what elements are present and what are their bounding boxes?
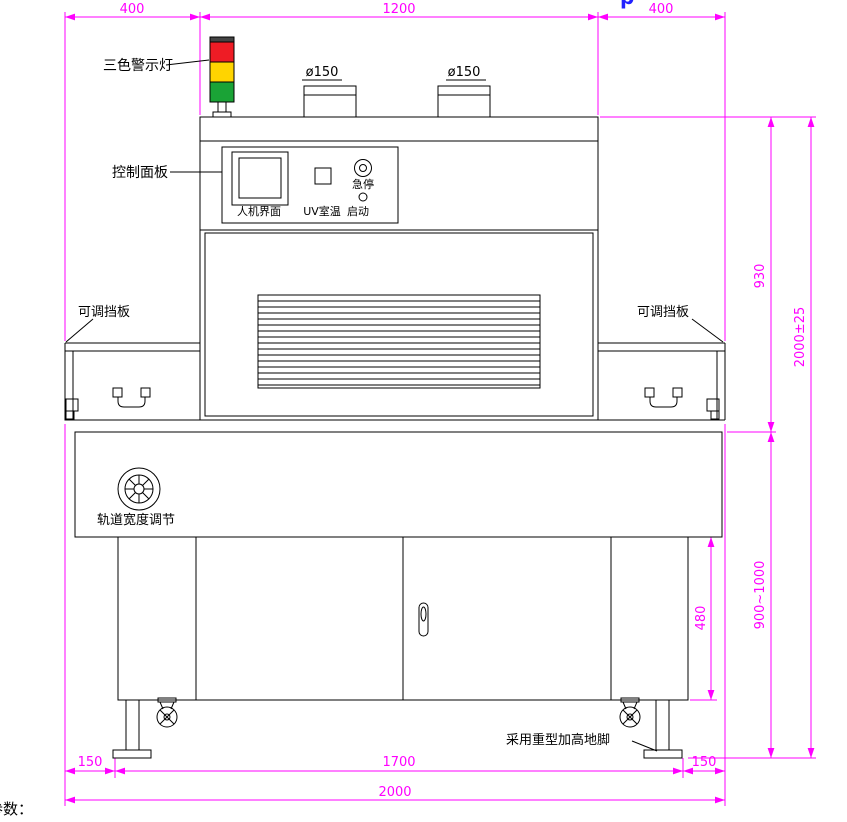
baffle-left-leader bbox=[65, 318, 94, 343]
adjuster-outer-ring bbox=[117, 467, 161, 511]
left-baffle-handle bbox=[117, 397, 146, 408]
louver-slats bbox=[258, 300, 540, 386]
callout-heavy-feet: 采用重型加高地脚 bbox=[506, 732, 610, 748]
uv-temp-display bbox=[314, 167, 332, 185]
hmi-screen-bezel bbox=[231, 151, 289, 206]
left-baffle-post-b bbox=[140, 387, 151, 398]
dim-vent-right: ø150 bbox=[448, 65, 481, 80]
heavy-feet-leader bbox=[631, 740, 658, 752]
left-caster-hub bbox=[163, 713, 171, 721]
dim-height-lower: 900~1000 bbox=[753, 561, 768, 630]
panel-label-estop: 急停 bbox=[352, 177, 374, 191]
callout-baffle-left: 可调挡板 bbox=[78, 305, 130, 320]
right-caster-plate bbox=[620, 697, 640, 703]
left-shelf bbox=[64, 342, 200, 421]
label-layer: 三色警示灯 控制面板 可调挡板 可调挡板 轨道宽度调节 采用重型加高地脚 参数：… bbox=[0, 0, 724, 818]
dim-bottom-left: 150 bbox=[78, 755, 103, 770]
left-baffle-post-a bbox=[112, 387, 123, 398]
right-shelf bbox=[598, 342, 726, 421]
exhaust-stack-right bbox=[437, 85, 491, 118]
left-caster-wheel bbox=[156, 706, 178, 728]
callout-baffle-right: 可调挡板 bbox=[637, 305, 689, 320]
start-button bbox=[358, 192, 368, 202]
dim-top-right: 400 bbox=[649, 2, 674, 17]
exhaust-stack-left bbox=[303, 85, 357, 118]
left-shelf-frame bbox=[64, 342, 200, 421]
dim-vent-left: ø150 bbox=[306, 65, 339, 80]
cabinet bbox=[117, 536, 689, 701]
dim-bottom-center: 1700 bbox=[382, 755, 415, 770]
right-baffle-handle bbox=[649, 397, 678, 408]
cabinet-dividers bbox=[195, 537, 612, 700]
left-leg bbox=[125, 699, 140, 751]
panel-label-uv-temp: UV室温 bbox=[303, 204, 341, 218]
exhaust-stacks bbox=[302, 79, 491, 118]
right-shelf-frame bbox=[598, 342, 726, 421]
dim-cabinet-door: 480 bbox=[694, 606, 709, 631]
callout-control-panel: 控制面板 bbox=[112, 165, 168, 181]
panel-label-hmi: 人机界面 bbox=[237, 204, 281, 218]
callout-track-width: 轨道宽度调节 bbox=[97, 512, 175, 528]
dim-bottom-right: 150 bbox=[692, 755, 717, 770]
extension-lines bbox=[64, 12, 816, 806]
right-caster-cross bbox=[622, 709, 638, 725]
dimension-layer: 400 1200 400 930 900~1000 2000±25 480 15… bbox=[64, 2, 816, 806]
left-caster-cross bbox=[159, 709, 175, 725]
legs-and-casters bbox=[112, 697, 683, 759]
emergency-stop-button bbox=[354, 159, 372, 177]
warning-light-tower bbox=[209, 36, 235, 118]
oven-chamber bbox=[204, 232, 594, 417]
machine-body bbox=[199, 116, 599, 421]
left-caster-plate bbox=[157, 697, 177, 703]
warning-light-cap bbox=[209, 36, 235, 43]
louver-panel bbox=[257, 294, 541, 389]
baffle-right-leader bbox=[691, 318, 724, 343]
right-caster-hub bbox=[626, 713, 634, 721]
right-caster-wheel bbox=[619, 706, 641, 728]
callout-parameters: 参数： bbox=[0, 800, 33, 818]
dim-top-left: 400 bbox=[120, 2, 145, 17]
warning-light-red-segment bbox=[209, 41, 235, 63]
cabinet-door-handle bbox=[418, 602, 429, 637]
control-panel-plate bbox=[221, 146, 399, 224]
right-shelf-block-small bbox=[710, 410, 720, 420]
warning-light-pole bbox=[217, 102, 227, 112]
left-shelf-block-small bbox=[65, 410, 75, 420]
machine-outline bbox=[64, 36, 726, 759]
right-leg bbox=[655, 699, 670, 751]
callout-warning-light: 三色警示灯 bbox=[103, 57, 173, 74]
title-fragment: p bbox=[620, 0, 634, 9]
warning-light-yellow-segment bbox=[209, 61, 235, 83]
warning-light-leader bbox=[165, 59, 210, 66]
emergency-stop-button-center bbox=[359, 164, 367, 172]
hmi-screen bbox=[238, 157, 282, 199]
dim-height-upper: 930 bbox=[753, 264, 768, 289]
right-foot-plate bbox=[643, 749, 683, 759]
right-baffle-post-b bbox=[672, 387, 683, 398]
right-baffle-post-a bbox=[644, 387, 655, 398]
track-width-adjuster-wheel bbox=[117, 467, 161, 511]
warning-light-green-segment bbox=[209, 81, 235, 103]
dim-height-overall: 2000±25 bbox=[793, 307, 808, 368]
adjuster-spokes bbox=[125, 475, 153, 503]
left-shelf-block bbox=[65, 398, 79, 412]
dim-bottom-overall: 2000 bbox=[378, 785, 411, 800]
warning-light-base bbox=[212, 111, 232, 118]
control-panel bbox=[221, 146, 399, 224]
dim-top-center: 1200 bbox=[382, 2, 415, 17]
left-foot-plate bbox=[112, 749, 152, 759]
cabinet-door-handle-slot bbox=[420, 606, 427, 622]
panel-label-start: 启动 bbox=[347, 205, 369, 218]
